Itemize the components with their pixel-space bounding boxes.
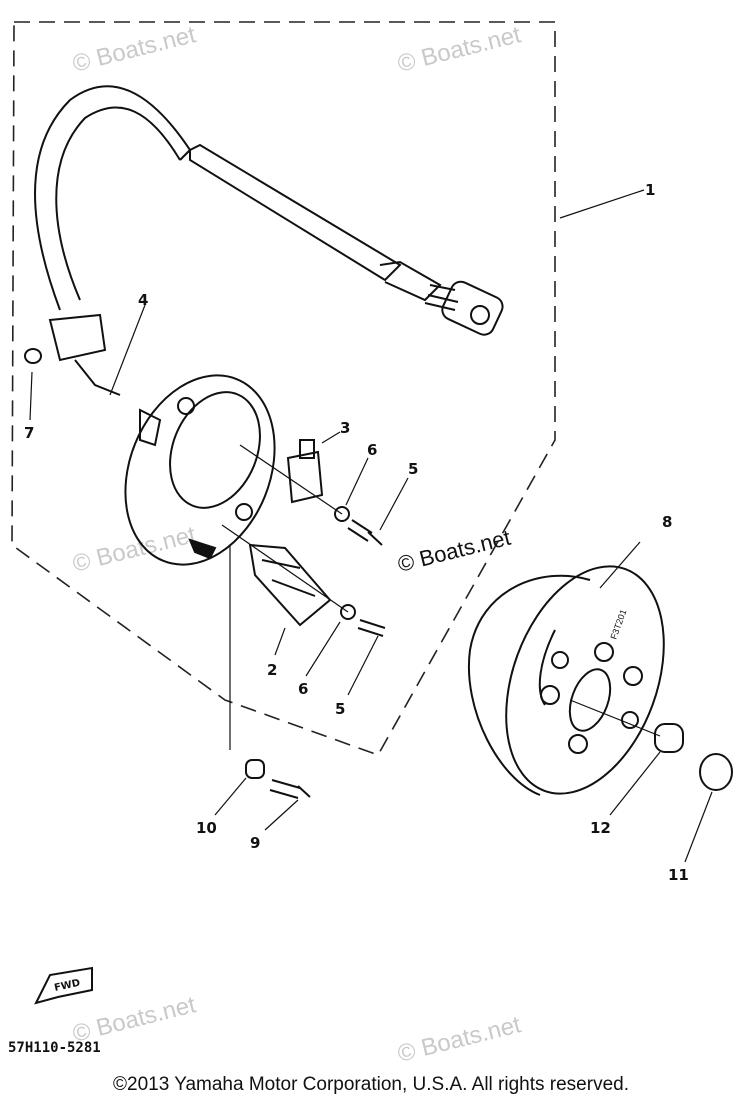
callout-10: 10 xyxy=(196,819,217,837)
copyright-notice: ©2013 Yamaha Motor Corporation, U.S.A. A… xyxy=(113,1074,629,1095)
diagram-part-code: 57H110-5281 xyxy=(8,1040,101,1056)
callout-4: 4 xyxy=(138,291,148,309)
watermark-text: © Boats.net xyxy=(70,21,199,78)
washer-6a xyxy=(334,506,350,522)
callout-8: 8 xyxy=(662,513,672,531)
callout-5b: 5 xyxy=(335,700,345,718)
washer-10 xyxy=(245,759,265,779)
pulser-coil xyxy=(286,439,324,504)
fwd-label: FWD xyxy=(53,978,81,994)
nut-7 xyxy=(24,348,42,364)
callout-2: 2 xyxy=(267,661,277,679)
callout-5a: 5 xyxy=(408,460,418,478)
watermark-text: © Boats.net xyxy=(395,1011,524,1068)
flywheel-rotor: F3T201 xyxy=(467,565,665,796)
screw-5b xyxy=(357,619,386,637)
stator-plate xyxy=(124,374,276,566)
callout-3: 3 xyxy=(340,419,350,437)
screw-5a xyxy=(347,519,383,546)
nut-11 xyxy=(699,753,733,791)
wire-harness xyxy=(34,85,504,396)
assembly-boundary xyxy=(11,21,556,756)
flywheel-fasteners xyxy=(654,723,733,791)
callout-6b: 6 xyxy=(298,680,308,698)
watermark-text: © Boats.net xyxy=(395,21,524,78)
callout-7: 7 xyxy=(24,424,34,442)
callout-9: 9 xyxy=(250,834,260,852)
fwd-arrow-icon: FWD xyxy=(34,966,93,1005)
callout-12: 12 xyxy=(590,819,611,837)
leader-lines xyxy=(29,189,713,863)
screw-9 xyxy=(269,779,311,799)
washers-and-screws xyxy=(24,348,386,799)
watermark-text: © Boats.net xyxy=(70,521,199,578)
watermark-text-center: © Boats.net xyxy=(395,525,513,577)
callout-labels: 1 2 3 4 5 5 6 6 7 8 9 10 11 12 xyxy=(24,181,689,884)
callout-6a: 6 xyxy=(367,441,377,459)
flywheel-mark: F3T201 xyxy=(608,608,628,641)
washer-6b xyxy=(340,604,356,620)
callout-11: 11 xyxy=(668,866,689,884)
washer-12 xyxy=(654,723,684,753)
charge-coil xyxy=(248,543,332,627)
callout-1: 1 xyxy=(645,181,655,199)
